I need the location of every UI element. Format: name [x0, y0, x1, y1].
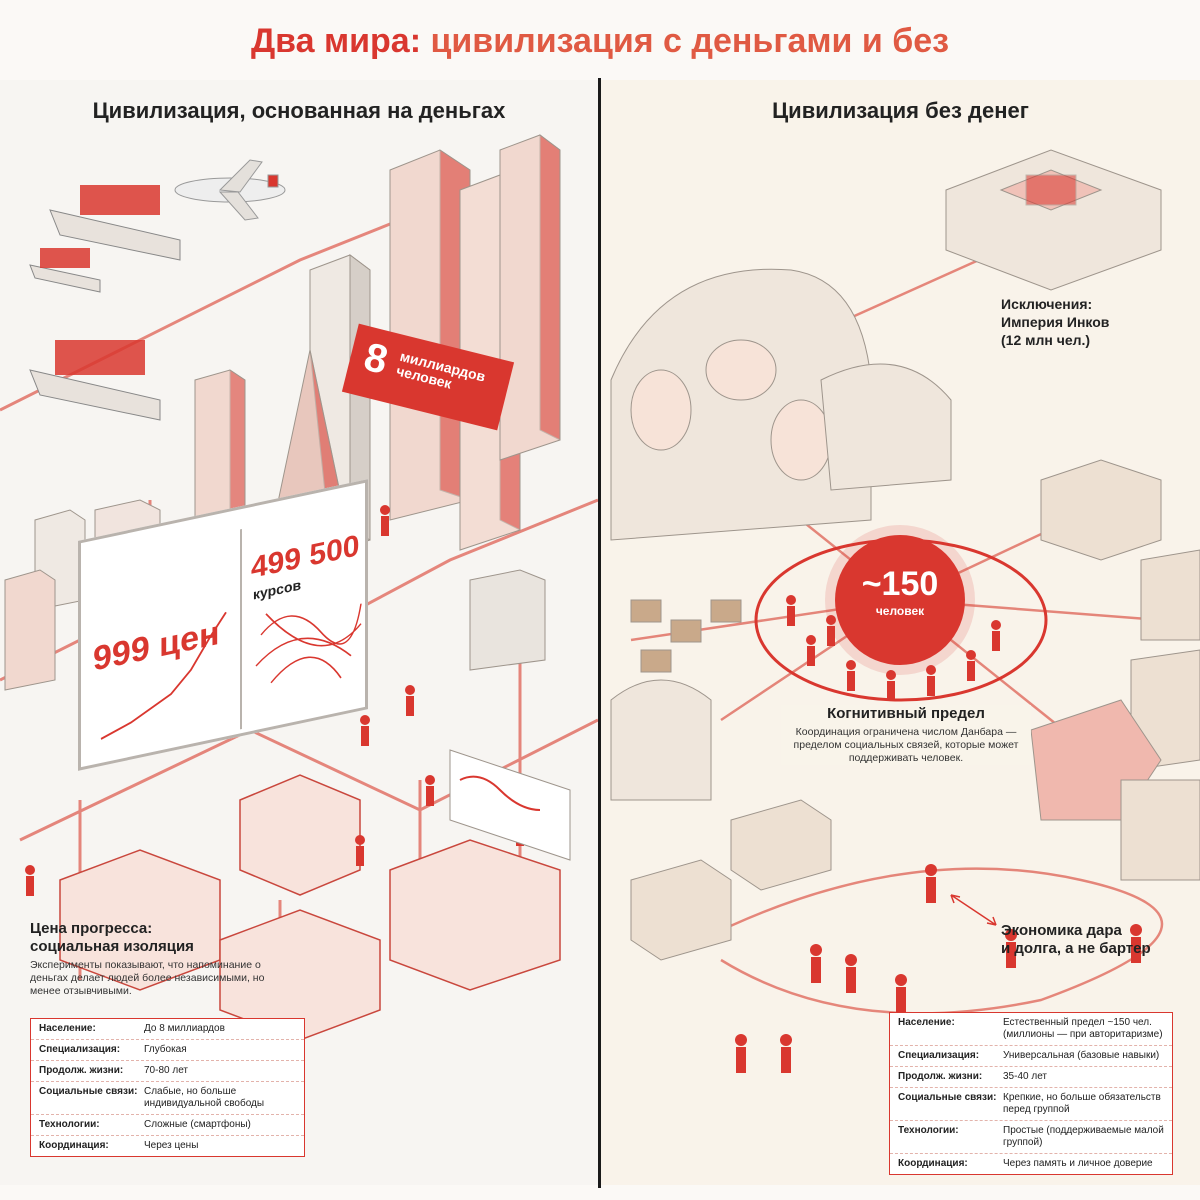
room-4 [239, 774, 361, 896]
market-stall-2 [630, 859, 732, 961]
money-stats-table: Население:До 8 миллиардов Специализация:… [30, 1018, 305, 1157]
hut-2 [1140, 549, 1200, 641]
page-title: Два мира: цивилизация с деньгами и без [0, 22, 1200, 61]
isolation-note: Цена прогресса: социальная изоляция Эксп… [30, 920, 280, 998]
stats-row: Продолж. жизни:35-40 лет [890, 1067, 1172, 1088]
population-number: 8 [359, 334, 393, 383]
cognitive-limit-text: Координация ограничена числом Данбара — … [793, 726, 1019, 764]
stats-row: Специализация:Универсальная (базовые нав… [890, 1046, 1172, 1067]
stats-row: Координация:Через память и личное довери… [898, 1158, 1153, 1169]
stats-row: Продолж. жизни:70-80 лет [31, 1061, 304, 1082]
stats-row: Технологии:Простые (поддерживаемые малой… [890, 1121, 1172, 1154]
money-civilization-panel: Цивилизация, основанная на деньгах [0, 80, 598, 1185]
gift-economy-text: Экономика дара и долга, а не бартер [1001, 922, 1151, 957]
stats-row: Координация:Через цены [39, 1140, 199, 1151]
stats-row: Социальные связи:Слабые, но больше индив… [31, 1082, 304, 1115]
inca-exception-note: Исключения: Империя Инков (12 млн чел.) [1001, 295, 1151, 349]
gift-economy-note: Экономика дара и долга, а не бартер [1001, 922, 1181, 958]
dunbar-number-badge: ~150 человек [835, 535, 965, 665]
dunbar-unit: человек [875, 604, 925, 618]
organic-dwelling [610, 268, 952, 801]
price-chart [100, 528, 362, 740]
stats-row: Технологии:Сложные (смартфоны) [31, 1115, 304, 1136]
stats-row: Специализация:Глубокая [31, 1040, 304, 1061]
inca-exception-text: Исключения: Империя Инков (12 млн чел.) [1001, 296, 1110, 348]
stats-row: Социальные связи:Крепкие, но больше обяз… [890, 1088, 1172, 1121]
inca-fortress [945, 149, 1162, 291]
hut-1 [1040, 459, 1162, 561]
hut-4 [1120, 779, 1200, 881]
cognitive-limit-heading: Когнитивный предел [827, 705, 985, 722]
moneyless-panel-heading: Цивилизация без денег [772, 98, 1029, 123]
title-part1: Два мира: [250, 22, 422, 60]
room-3 [389, 839, 561, 991]
stats-row: Население:Естественный предел ~150 чел. … [890, 1013, 1172, 1046]
room-2 [219, 909, 381, 1041]
money-panel-heading: Цивилизация, основанная на деньгах [92, 98, 506, 123]
title-part2: цивилизация с деньгами и без [430, 22, 950, 60]
isolation-heading: Цена прогресса: социальная изоляция [30, 920, 194, 955]
prices-billboard: 999 цен 499 500 курсов [78, 479, 368, 771]
cargo-ship-1 [49, 185, 181, 261]
cargo-ship-3 [29, 248, 101, 293]
dunbar-number: ~150 [861, 565, 939, 603]
center-divider [598, 78, 601, 1188]
isolation-text: Эксперименты показывают, что напоминание… [30, 959, 265, 997]
village-illustration [610, 149, 1200, 1073]
market-stall-1 [730, 799, 832, 891]
airplane [174, 159, 286, 221]
cognitive-limit-note: Когнитивный предел Координация ограничен… [781, 705, 1031, 765]
stats-row: Население:До 8 миллиардов [31, 1019, 304, 1040]
moneyless-civilization-panel: Цивилизация без денег [601, 80, 1200, 1185]
cargo-ship-2 [29, 340, 161, 421]
moneyless-stats-table: Население:Естественный предел ~150 чел. … [889, 1012, 1173, 1175]
